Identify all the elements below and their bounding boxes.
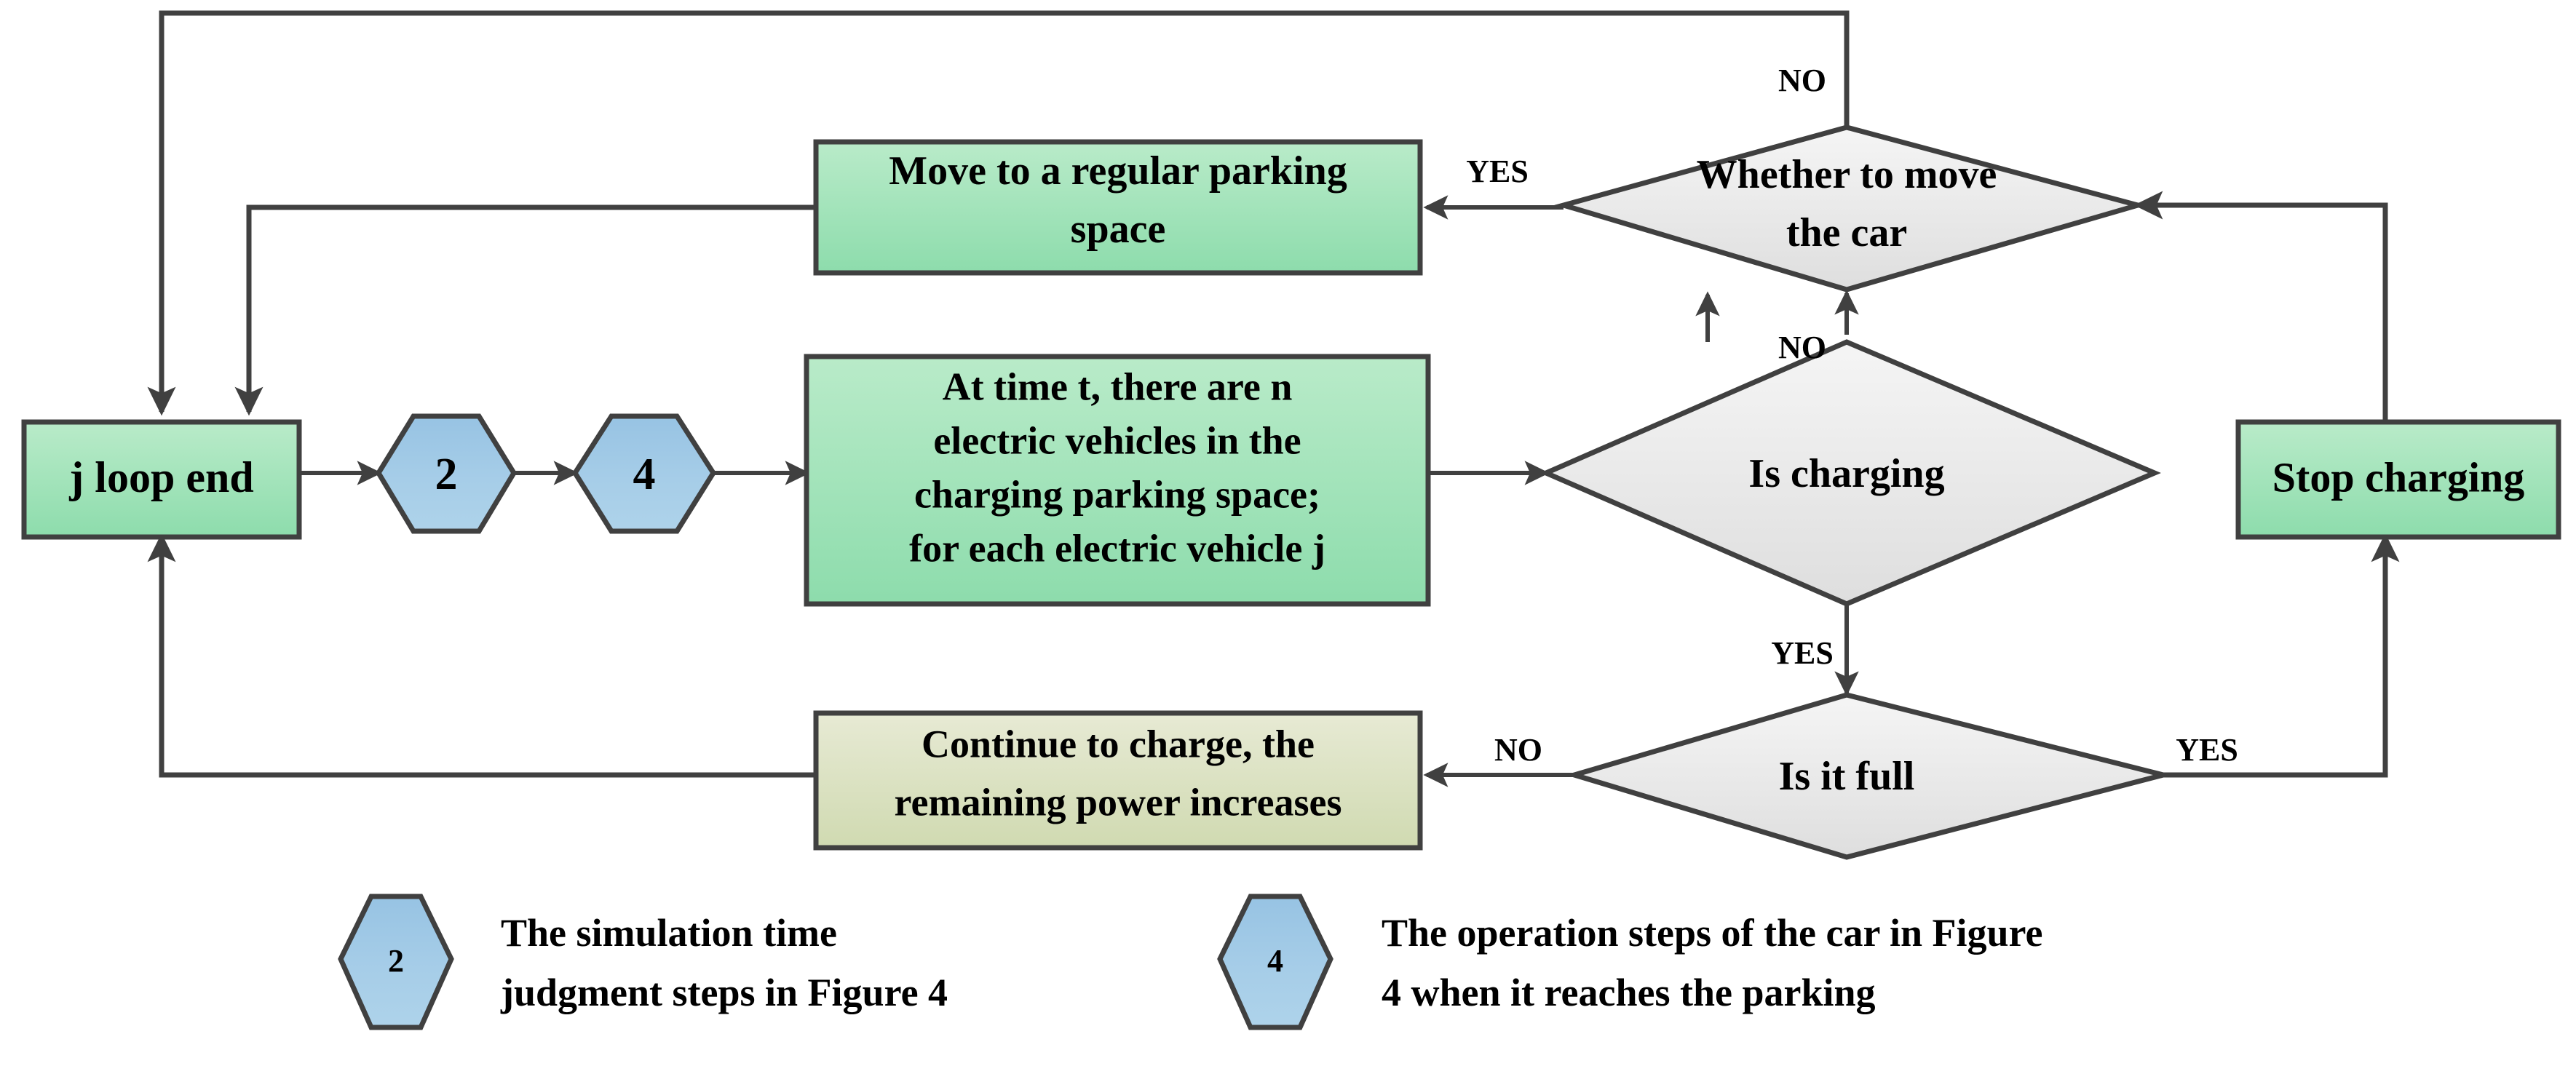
- legend-hexagon-2-label: 2: [388, 943, 404, 979]
- node-j-loop-end[interactable]: j loop end: [21, 419, 302, 540]
- node-hexagon-4-label: 4: [633, 450, 656, 499]
- node-move-to-parking-label-line1: Move to a regular parking: [889, 148, 1347, 194]
- legend-item-1-line1: The simulation time: [501, 911, 837, 955]
- edge-ischarging-no: [1695, 290, 1859, 342]
- edge-label-whether-move-no: NO: [1778, 63, 1826, 98]
- node-whether-to-move-label-line2: the car: [1786, 210, 1907, 255]
- node-hexagon-4[interactable]: 4: [571, 413, 717, 534]
- node-continue-to-charge-label-line2: remaining power increases: [895, 780, 1342, 824]
- node-move-to-parking-label-line2: space: [1071, 207, 1166, 252]
- node-continue-to-charge-label-line1: Continue to charge, the: [922, 722, 1315, 765]
- node-stop-charging[interactable]: Stop charging: [2235, 419, 2561, 540]
- edge-move-parking-to-jloop: [234, 204, 816, 416]
- node-whether-to-move-label-line1: Whether to move: [1697, 152, 1997, 197]
- node-whether-to-move-the-car[interactable]: Whether to move the car: [1554, 124, 2148, 293]
- edge-label-is-charging-yes: YES: [1771, 635, 1834, 671]
- legend-item-1: 2 The simulation time judgment steps in …: [338, 894, 948, 1030]
- node-at-time-t-label-line4: for each electric vehicle j: [909, 526, 1325, 570]
- node-at-time-t-label-line1: At time t, there are n: [943, 365, 1293, 408]
- legend-item-2-line2: 4 when it reaches the parking: [1382, 971, 1876, 1014]
- legend-hexagon-4-label: 4: [1267, 943, 1283, 979]
- edge-label-is-charging-no: NO: [1778, 330, 1826, 365]
- legend-item-2-line1: The operation steps of the car in Figure: [1382, 911, 2042, 955]
- node-stop-charging-label: Stop charging: [2272, 453, 2524, 501]
- legend-hexagon-4: [1217, 894, 1333, 1030]
- node-is-it-full-label: Is it full: [1779, 754, 1915, 799]
- edge-continue-charge-to-jloop: [147, 533, 816, 778]
- edge-whether-move-no: [147, 10, 1850, 416]
- edge-stopcharging-to-whethermove: [2133, 191, 2388, 422]
- legend-hexagon-2: [338, 894, 454, 1030]
- node-move-to-parking[interactable]: Move to a regular parking space: [813, 139, 1423, 276]
- legend-item-2: 4 The operation steps of the car in Figu…: [1217, 894, 2042, 1030]
- node-at-time-t-label-line3: charging parking space;: [914, 472, 1320, 516]
- node-continue-to-charge[interactable]: Continue to charge, the remaining power …: [813, 710, 1423, 851]
- node-j-loop-end-label: j loop end: [68, 453, 253, 501]
- node-at-time-t[interactable]: At time t, there are n electric vehicles…: [804, 354, 1431, 607]
- node-at-time-t-label-line2: electric vehicles in the: [933, 418, 1301, 462]
- edge-label-is-it-full-no: NO: [1494, 732, 1542, 768]
- edge-label-is-it-full-yes: YES: [2176, 732, 2238, 768]
- legend-item-1-line2: judgment steps in Figure 4: [500, 971, 948, 1014]
- node-is-charging[interactable]: Is charging: [1539, 339, 2161, 607]
- node-is-charging-label: Is charging: [1748, 451, 1944, 496]
- edge-isitfull-yes: [2163, 533, 2400, 778]
- node-is-it-full[interactable]: Is it full: [1565, 692, 2164, 860]
- node-hexagon-2[interactable]: 2: [375, 413, 518, 534]
- node-hexagon-2-label: 2: [435, 450, 458, 499]
- edge-label-whether-move-yes: YES: [1466, 154, 1529, 189]
